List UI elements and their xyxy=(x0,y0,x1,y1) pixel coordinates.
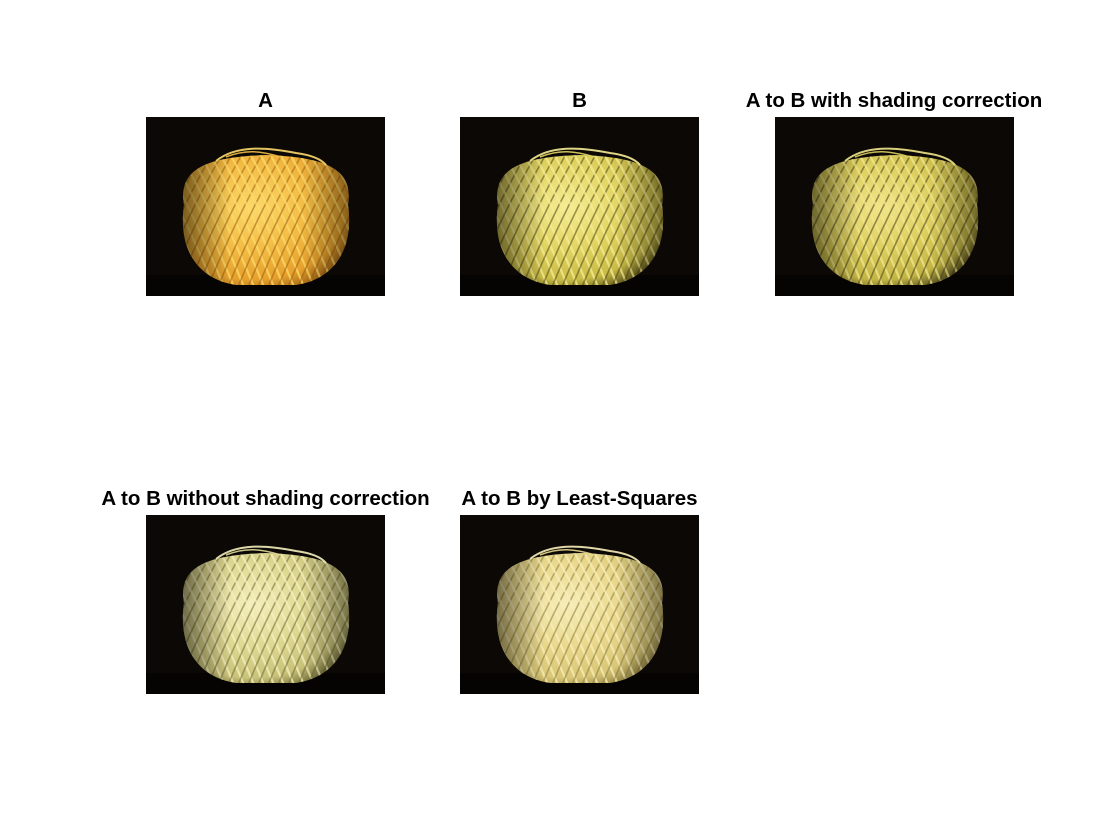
twine-ball-photo xyxy=(775,117,1014,296)
image-panel-a-to-b-without-shading-correction xyxy=(146,515,385,694)
twine-ball-photo xyxy=(146,515,385,694)
image-panel-a-to-b-by-least-squares xyxy=(460,515,699,694)
panel-title-a-to-b-by-least-squares: A to B by Least-Squares xyxy=(461,487,698,510)
twine-ball-photo xyxy=(146,117,385,296)
panel-title-a: A xyxy=(258,89,273,112)
image-panel-b xyxy=(460,117,699,296)
panel-title-b: B xyxy=(572,89,587,112)
image-panel-a-to-b-with-shading-correction xyxy=(775,117,1014,296)
panel-title-a-to-b-with-shading-correction: A to B with shading correction xyxy=(745,89,1043,112)
twine-ball-photo xyxy=(460,117,699,296)
panel-title-a-to-b-without-shading-correction: A to B without shading correction xyxy=(101,487,430,510)
twine-ball-photo xyxy=(460,515,699,694)
image-panel-a xyxy=(146,117,385,296)
